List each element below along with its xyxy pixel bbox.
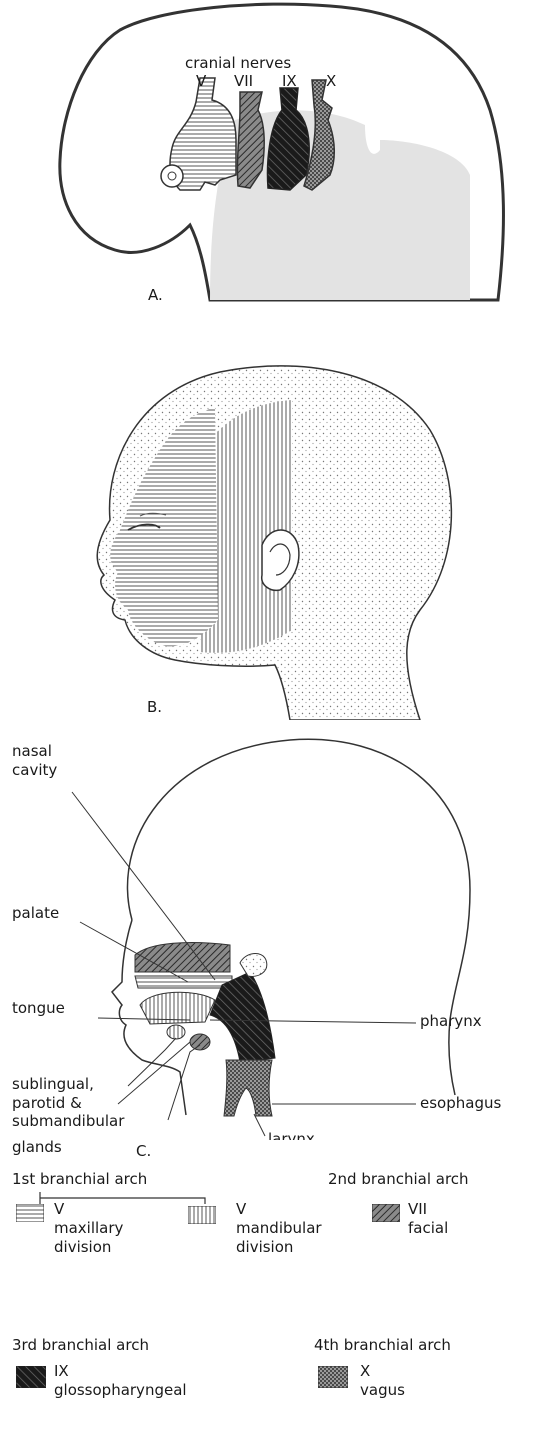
swatch-mandibular xyxy=(188,1206,216,1224)
panel-a-letter: A. xyxy=(148,286,163,304)
label-sublingual: sublingual, xyxy=(12,1075,94,1093)
panel-a-embryo: cranial nerves V VII IX X A. xyxy=(0,0,534,320)
legend-arch4-heading: 4th branchial arch xyxy=(314,1336,451,1354)
label-submandibular: submandibular xyxy=(12,1112,125,1130)
panel-b-letter: B. xyxy=(147,698,162,716)
legend-arch1-heading: 1st branchial arch xyxy=(12,1170,147,1188)
legend-mandibular-label: mandibular xyxy=(236,1219,322,1238)
nasal-cavity-region xyxy=(135,942,230,972)
legend-maxillary-v: V xyxy=(54,1200,64,1219)
label-palate: palate xyxy=(12,904,59,922)
cranial-nerves-heading: cranial nerves xyxy=(185,54,291,72)
legend-arch2-heading: 2nd branchial arch xyxy=(328,1170,469,1188)
swatch-maxillary xyxy=(16,1204,44,1222)
legend-vagus-label: vagus xyxy=(360,1381,405,1400)
panel-b-infant-head: B. xyxy=(0,320,534,720)
gland-sublingual xyxy=(167,1025,185,1039)
palate-region xyxy=(135,976,232,988)
gland-parotid xyxy=(240,954,267,977)
legend-mandibular-v: V xyxy=(236,1200,246,1219)
label-esophagus: esophagus xyxy=(420,1094,501,1112)
head-sagittal-outline xyxy=(128,739,470,1095)
label-parotid: parotid & xyxy=(12,1094,82,1112)
label-cavity: cavity xyxy=(12,761,57,779)
label-tongue: tongue xyxy=(12,999,65,1017)
nerve-label-v: V xyxy=(196,72,207,90)
nerve-label-x: X xyxy=(326,72,336,90)
legend: 1st branchial arch V maxillary division … xyxy=(0,1140,534,1434)
label-nasal: nasal xyxy=(12,742,52,760)
larynx-esophagus-region xyxy=(224,1060,272,1116)
label-pharynx: pharynx xyxy=(420,1012,482,1030)
legend-maxillary-division: division xyxy=(54,1238,111,1257)
legend-mandibular-division: division xyxy=(236,1238,293,1257)
swatch-vagus xyxy=(318,1366,348,1388)
gland-submandibular xyxy=(190,1034,210,1050)
swatch-glossopharyngeal xyxy=(16,1366,46,1388)
nerve-label-vii: VII xyxy=(234,72,253,90)
legend-maxillary-label: maxillary xyxy=(54,1219,123,1238)
panel-c-sagittal-section: nasal cavity palate tongue sublingual, p… xyxy=(0,720,534,1140)
swatch-facial xyxy=(372,1204,400,1222)
legend-vagus-x: X xyxy=(360,1362,370,1381)
legend-arch3-heading: 3rd branchial arch xyxy=(12,1336,149,1354)
legend-facial-label: facial xyxy=(408,1219,448,1238)
legend-facial-vii: VII xyxy=(408,1200,427,1219)
nerve-label-ix: IX xyxy=(282,72,297,90)
legend-glosso-label: glossopharyngeal xyxy=(54,1381,187,1400)
legend-glosso-ix: IX xyxy=(54,1362,69,1381)
